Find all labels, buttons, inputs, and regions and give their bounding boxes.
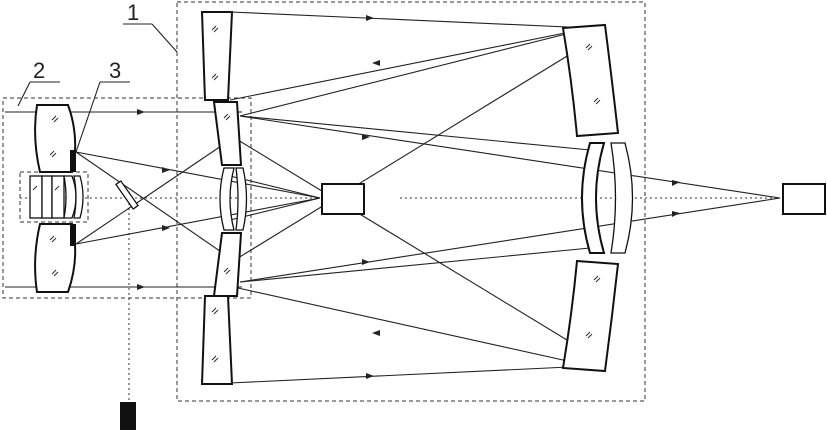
image-plane-left (321, 183, 365, 215)
callout-2-leader (17, 81, 60, 107)
primary-mirror-top (561, 23, 620, 138)
callout-1-leader (123, 23, 178, 53)
ray-traces (5, 11, 781, 384)
lens-upper-inner (212, 101, 243, 166)
image-plane-right (782, 183, 826, 215)
callout-1-label: 1 (127, 0, 139, 25)
assembly-3-boundary (19, 171, 89, 223)
lens-group-center (219, 167, 248, 231)
callout-3-leader (75, 81, 130, 153)
lens-objective-bottom (34, 223, 77, 293)
callout-2-label: 2 (33, 58, 45, 83)
fold-mirror (115, 180, 139, 210)
corrector-lens-right (581, 142, 634, 254)
lens-stack-3 (29, 175, 84, 219)
primary-mirror-bottom (561, 259, 620, 373)
detector-block (120, 402, 136, 430)
ray-arrows (137, 15, 680, 379)
lens-objective-top (34, 104, 77, 173)
lens-lower-inner (212, 232, 243, 297)
lens-upper-outer (200, 11, 234, 101)
callout-3-label: 3 (109, 58, 121, 83)
assembly-1-boundary (176, 1, 646, 402)
lens-lower-outer (200, 295, 234, 385)
